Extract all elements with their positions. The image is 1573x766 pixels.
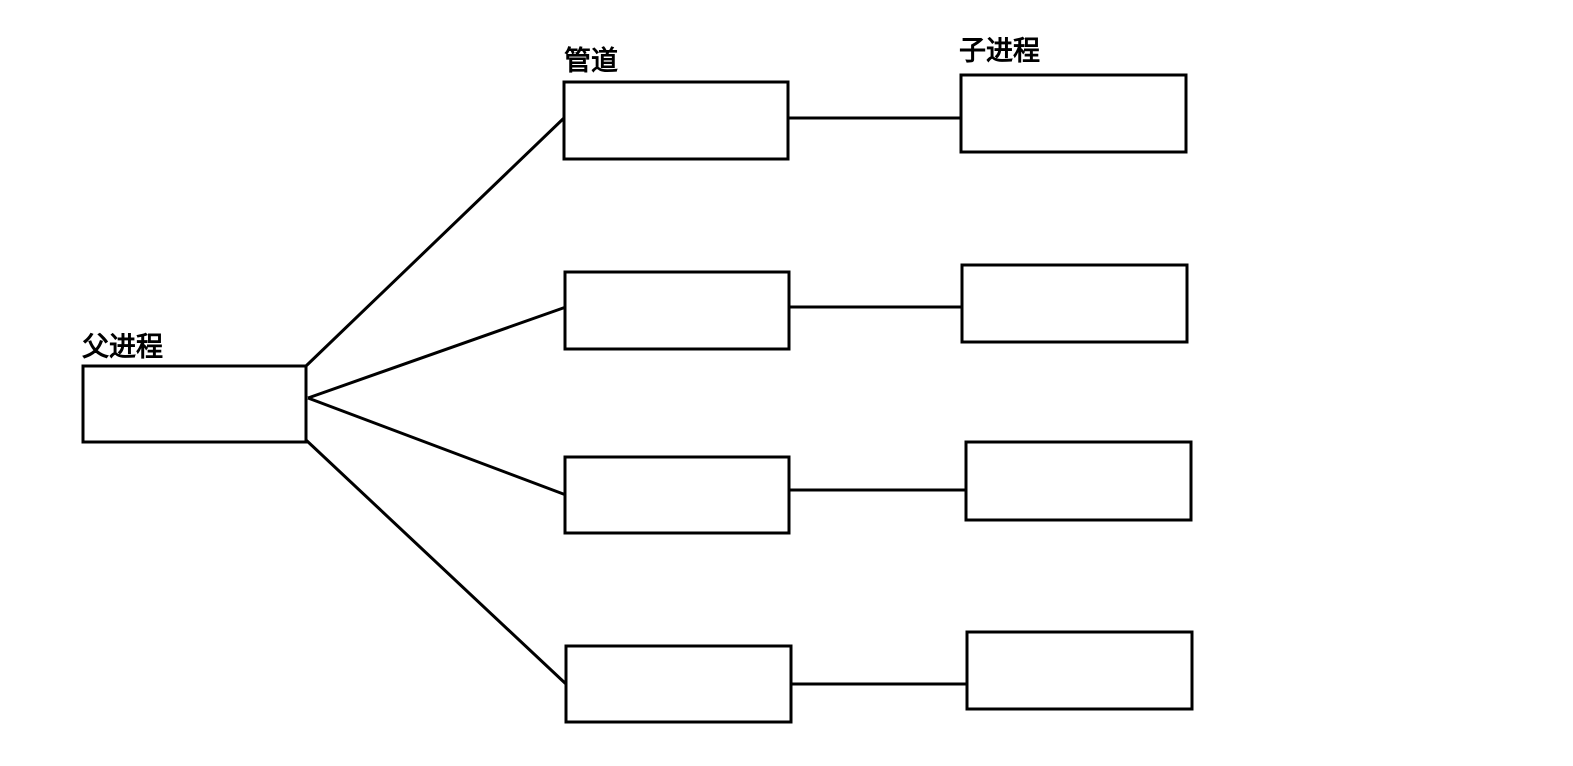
parent-to-pipe-3-connector	[307, 396, 567, 497]
child-process-label: 子进程	[959, 36, 1040, 67]
pipe-box-2	[563, 270, 791, 351]
parent-process-box	[81, 364, 308, 444]
pipe-label: 管道	[564, 45, 618, 77]
parent-process-label: 父进程	[82, 332, 163, 363]
child-process-box-1	[959, 73, 1188, 154]
pipe-box-1	[562, 80, 790, 161]
child-process-box-2	[960, 263, 1189, 344]
child-process-box-4	[965, 630, 1194, 711]
parent-to-pipe-2-connector	[307, 305, 567, 400]
pipe-box-4	[564, 644, 793, 724]
child-process-box-3	[964, 440, 1193, 522]
parent-to-pipe-1-connector	[304, 116, 566, 368]
parent-to-pipe-4-connector	[304, 438, 568, 686]
pipe-box-3	[563, 455, 791, 535]
